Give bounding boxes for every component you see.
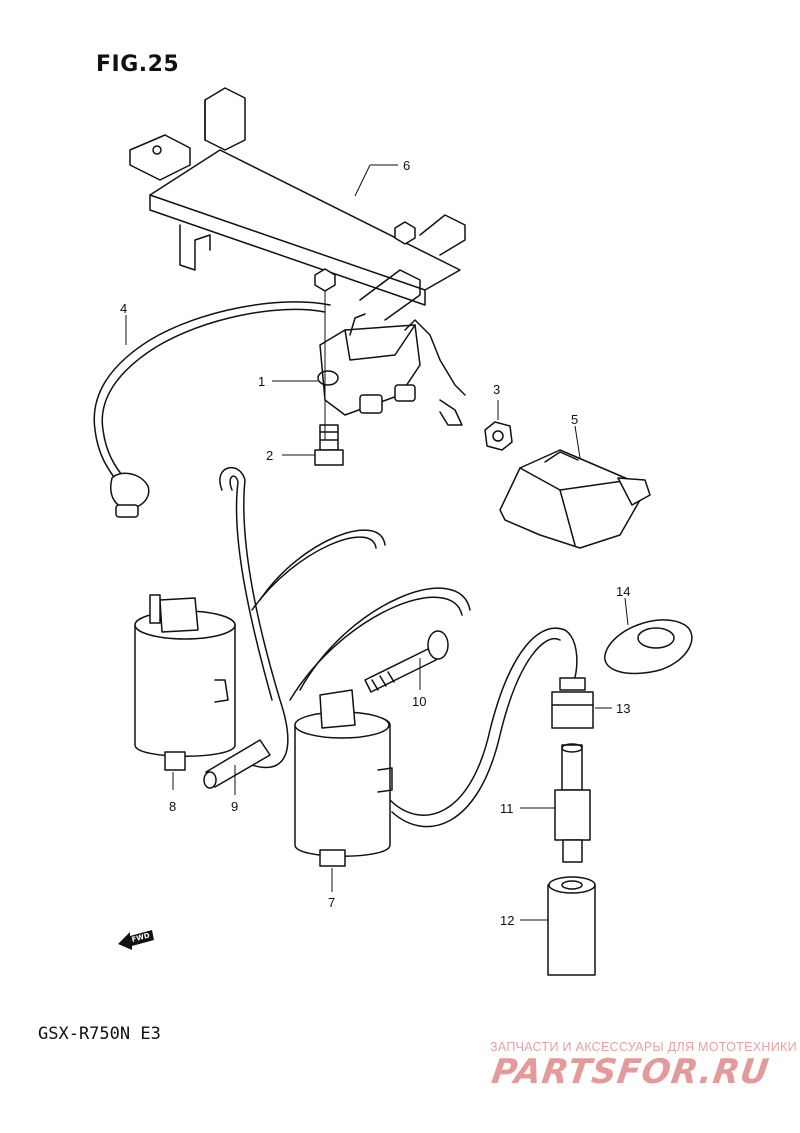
part-9-leads xyxy=(203,466,471,795)
callout-10: 10 xyxy=(412,694,426,709)
callout-8: 8 xyxy=(169,799,176,814)
part-13-cap xyxy=(551,677,612,729)
part-8-coil xyxy=(134,594,236,790)
callout-6: 6 xyxy=(403,158,410,173)
callout-11: 11 xyxy=(500,801,514,816)
callout-14: 14 xyxy=(616,584,630,599)
callout-9: 9 xyxy=(231,799,238,814)
part-1-unit xyxy=(272,290,466,440)
figure-title: FIG.25 xyxy=(96,52,180,77)
part-7-coil xyxy=(294,689,393,892)
part-6-bracket xyxy=(129,87,466,321)
fwd-arrow-icon: FWD xyxy=(116,926,156,958)
watermark-subtitle: ЗАПЧАСТИ И АКСЕССУАРЫ ДЛЯ МОТОТЕХНИКИ xyxy=(490,1040,797,1054)
watermark-logo: PARTSFOR.RU xyxy=(489,1052,772,1092)
part-14-pad xyxy=(604,597,693,675)
part-2-bolt xyxy=(282,424,344,466)
callout-3: 3 xyxy=(493,382,500,397)
callout-13: 13 xyxy=(616,701,630,716)
callout-4: 4 xyxy=(120,301,127,316)
part-4-wire xyxy=(93,301,331,518)
callout-2: 2 xyxy=(266,448,273,463)
part-12-sleeve xyxy=(520,876,596,976)
callout-12: 12 xyxy=(500,913,514,928)
part-10-bolt xyxy=(364,630,449,693)
part-3-nut xyxy=(484,400,513,451)
model-label: GSX-R750N E3 xyxy=(38,1024,161,1044)
part-5-cover xyxy=(499,425,651,549)
callout-1: 1 xyxy=(258,374,265,389)
callout-5: 5 xyxy=(571,412,578,427)
callout-7: 7 xyxy=(328,895,335,910)
part-11-connector xyxy=(520,743,591,863)
plug-lead xyxy=(389,627,578,828)
